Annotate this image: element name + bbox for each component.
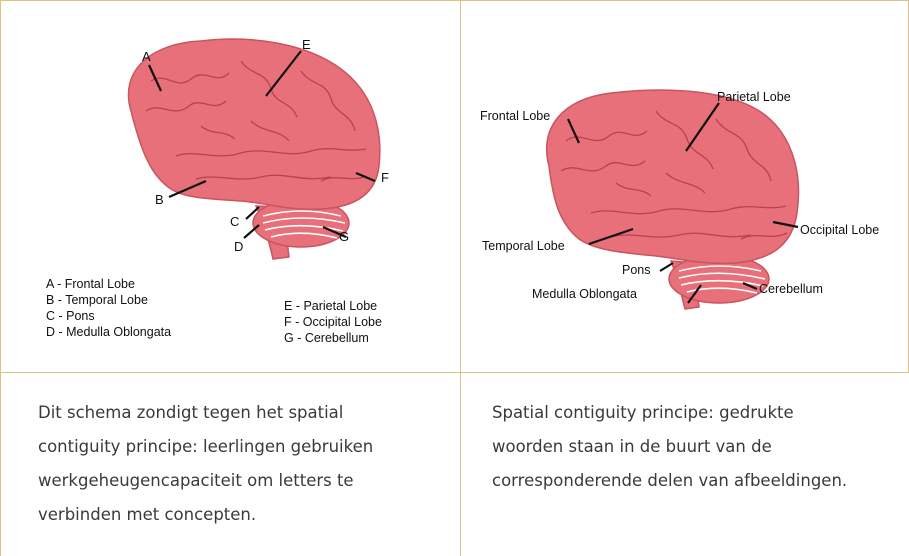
legend-item: F - Occipital Lobe	[284, 315, 382, 329]
legend-item: B - Temporal Lobe	[46, 293, 148, 307]
left-diagram-cell: A E B F C D G A - Frontal Lobe B - Tempo…	[1, 1, 460, 372]
legend-item: G - Cerebellum	[284, 331, 369, 345]
brain-illustration	[547, 90, 799, 309]
legend-item: E - Parietal Lobe	[284, 299, 377, 313]
caption-line: woorden staan in de buurt van de	[492, 430, 892, 464]
legend-right: E - Parietal Lobe F - Occipital Lobe G -…	[284, 299, 382, 345]
caption-line: verbinden met concepten.	[38, 498, 438, 532]
legend-item: D - Medulla Oblongata	[46, 325, 171, 339]
brain-illustration	[128, 39, 379, 259]
caption-line: Spatial contiguity principe: gedrukte	[492, 396, 892, 430]
caption-line: corresponderende delen van afbeeldingen.	[492, 464, 892, 498]
label-medulla-oblongata: Medulla Oblongata	[532, 287, 637, 301]
label-pons: Pons	[622, 263, 651, 277]
caption-line: Dit schema zondigt tegen het spatial	[38, 396, 438, 430]
letter-g: G	[339, 229, 349, 244]
letter-d: D	[234, 239, 243, 254]
label-frontal-lobe: Frontal Lobe	[480, 109, 550, 123]
label-parietal-lobe: Parietal Lobe	[717, 90, 791, 104]
right-caption: Spatial contiguity principe: gedrukte wo…	[492, 396, 892, 498]
letter-e: E	[302, 37, 311, 52]
label-temporal-lobe: Temporal Lobe	[482, 239, 565, 253]
letter-b: B	[155, 192, 164, 207]
letter-c: C	[230, 214, 239, 229]
letter-a: A	[142, 49, 151, 64]
right-diagram-cell: Frontal Lobe Parietal Lobe Occipital Lob…	[461, 1, 908, 372]
cerebrum	[547, 90, 799, 263]
legend-item: C - Pons	[46, 309, 95, 323]
label-cerebellum: Cerebellum	[759, 282, 823, 296]
label-occipital-lobe: Occipital Lobe	[800, 223, 879, 237]
row-divider	[0, 372, 909, 373]
left-caption: Dit schema zondigt tegen het spatial con…	[38, 396, 438, 532]
caption-line: contiguity principe: leerlingen gebruike…	[38, 430, 438, 464]
lettered-brain-diagram: A E B F C D G A - Frontal Lobe B - Tempo…	[1, 1, 460, 372]
legend-left: A - Frontal Lobe B - Temporal Lobe C - P…	[46, 277, 171, 339]
letter-f: F	[381, 170, 389, 185]
legend-item: A - Frontal Lobe	[46, 277, 135, 291]
caption-line: werkgeheugencapaciteit om letters te	[38, 464, 438, 498]
labeled-brain-diagram: Frontal Lobe Parietal Lobe Occipital Lob…	[461, 1, 908, 372]
